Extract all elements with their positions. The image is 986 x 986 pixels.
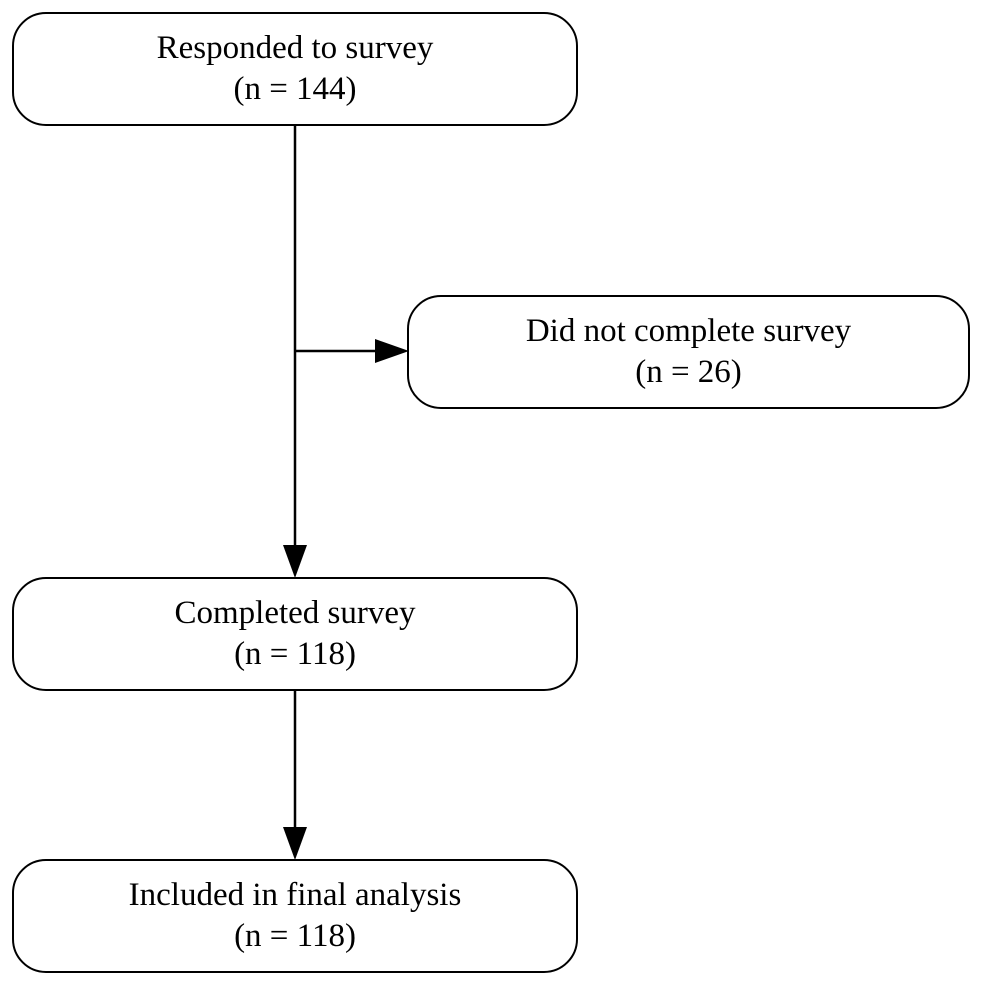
arrowhead-included [283, 827, 307, 860]
node-title: Did not complete survey [525, 313, 852, 349]
node-count: (n = 144) [233, 71, 357, 107]
node-completed-survey: Completed survey (n = 118) [12, 577, 578, 691]
node-count: (n = 118) [234, 636, 356, 672]
node-title: Responded to survey [156, 30, 434, 66]
node-responded-to-survey: Responded to survey (n = 144) [12, 12, 578, 126]
node-included-in-final-analysis: Included in final analysis (n = 118) [12, 859, 578, 973]
arrowhead-excluded [375, 339, 409, 363]
arrowhead-completed [283, 545, 307, 578]
node-title: Included in final analysis [128, 877, 462, 913]
node-title: Completed survey [174, 595, 416, 631]
node-count: (n = 118) [234, 918, 356, 954]
node-did-not-complete-survey: Did not complete survey (n = 26) [407, 295, 970, 409]
node-count: (n = 26) [635, 354, 742, 390]
